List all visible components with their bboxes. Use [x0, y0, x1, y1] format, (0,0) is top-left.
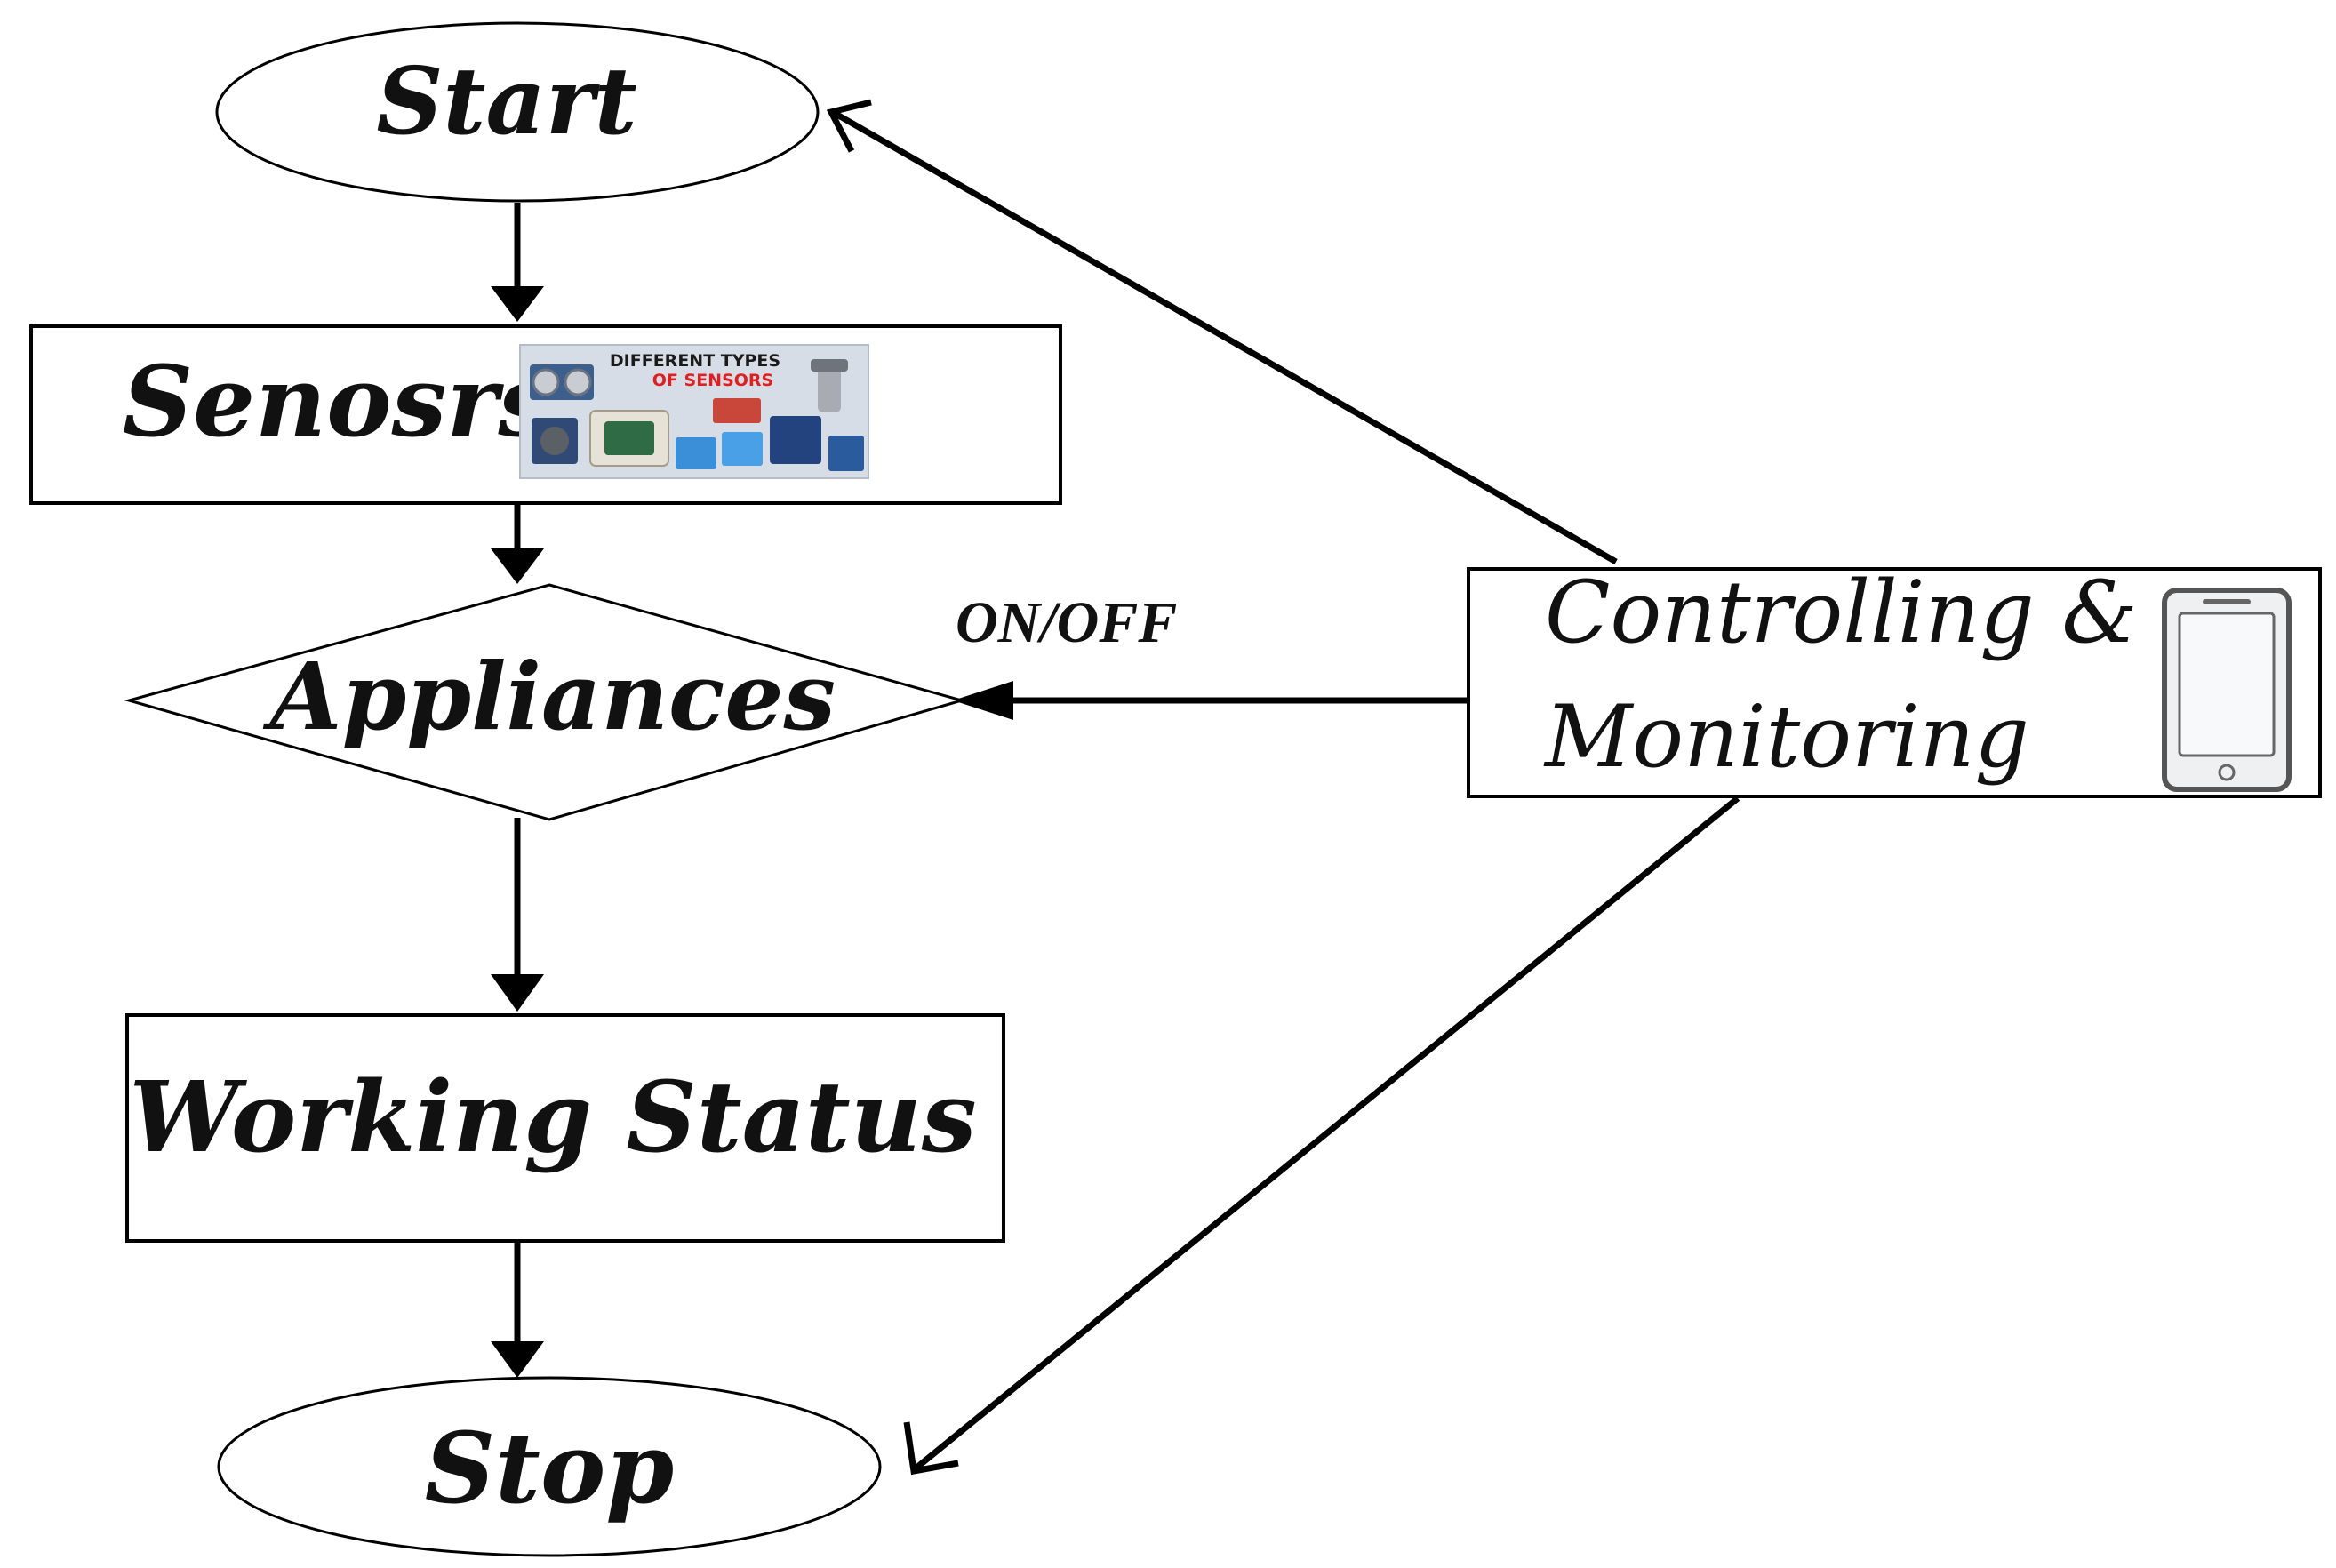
sensor-modules-image: DIFFERENT TYPES OF SENSORS	[519, 344, 869, 479]
edge-working-status-to-stop	[491, 1240, 544, 1378]
node-sensors-label: Senosrs	[123, 344, 554, 459]
node-working-status: Working Status	[125, 1013, 1005, 1243]
smartphone-icon	[2162, 588, 2292, 792]
edge-control-to-start	[826, 99, 1618, 565]
edge-control-to-appliances	[953, 681, 1468, 720]
node-appliances: Appliances	[124, 583, 967, 821]
node-start-label: Start	[376, 46, 636, 156]
edge-start-to-sensors	[491, 203, 544, 322]
edge-control-to-stop	[903, 796, 1740, 1476]
node-sensors: Senosrs DIFFERE	[29, 324, 1062, 505]
node-working-status-label: Working Status	[129, 1060, 976, 1174]
node-stop: Stop	[217, 1376, 882, 1557]
node-controlling-monitoring: Controlling & Monitoring	[1467, 563, 2322, 798]
node-control-label-line2: Monitoring	[1543, 687, 2029, 787]
edge-label-on-off: ON/OFF	[956, 590, 1177, 655]
node-appliances-label: Appliances	[262, 642, 836, 751]
sensor-image-caption-line1: DIFFERENT TYPES	[610, 351, 780, 371]
sensor-image-caption-line2: OF SENSORS	[652, 371, 773, 390]
node-stop-label: Stop	[425, 1411, 675, 1525]
node-start: Start	[215, 21, 820, 203]
edge-sensors-to-appliances	[491, 505, 544, 584]
edge-appliances-to-working-status	[491, 818, 544, 1012]
node-control-label-line1: Controlling &	[1545, 563, 2138, 662]
